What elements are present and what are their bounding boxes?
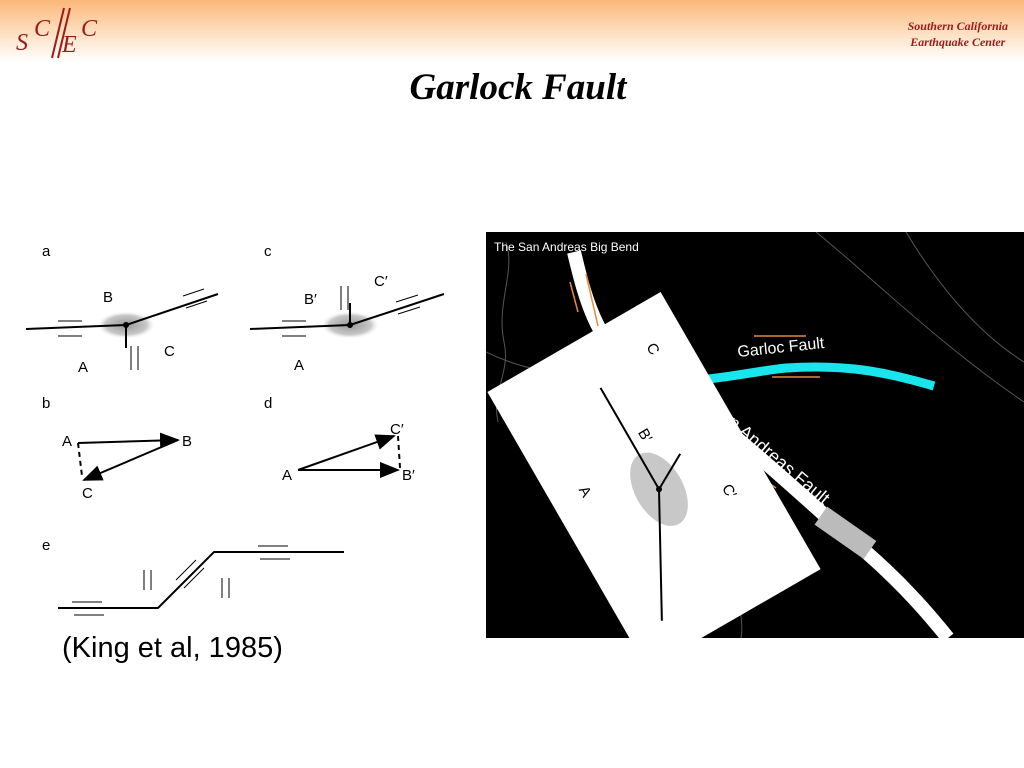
organization-name: Southern California Earthquake Center: [908, 18, 1008, 50]
label-b-c: C: [82, 485, 93, 502]
logo-letter-c1: C: [34, 16, 51, 42]
label-d-a: A: [282, 467, 292, 484]
label-a: A: [78, 359, 88, 376]
org-line1: Southern California: [907, 19, 1008, 33]
label-c-prime: C′: [374, 273, 388, 290]
label-b-prime: B′: [304, 291, 317, 308]
scec-logo: S C E C: [16, 7, 98, 59]
label-d-b-prime: B′: [402, 467, 415, 484]
logo-letter-c2: C: [81, 16, 98, 42]
king-diagram: a B A C c B′ C′ A b A B C: [25, 243, 445, 616]
map-caption: The San Andreas Big Bend: [494, 240, 639, 254]
label-b-a: A: [62, 433, 72, 450]
san-andreas-map: The San Andreas Big Bend Garloc Fault Sa…: [486, 232, 1024, 638]
panel-label-c: c: [264, 243, 272, 260]
panel-label-b: b: [42, 395, 50, 412]
header-band: [0, 0, 1024, 62]
panel-label-d: d: [264, 395, 272, 412]
panel-label-e: e: [42, 537, 50, 554]
panel-label-a: a: [42, 243, 51, 260]
org-line2: Earthquake Center: [910, 35, 1006, 49]
citation: (King et al, 1985): [62, 632, 283, 664]
label-c: C: [164, 343, 175, 360]
logo-letter-s: S: [16, 30, 28, 56]
slide-title: Garlock Fault: [409, 67, 627, 108]
label-b: B: [103, 289, 113, 306]
label-b-b: B: [182, 433, 192, 450]
label-d-c-prime: C′: [390, 421, 404, 438]
map-inset: A B′ C C′: [487, 292, 821, 638]
logo-letter-e: E: [61, 32, 77, 58]
label-a-2: A: [294, 357, 304, 374]
